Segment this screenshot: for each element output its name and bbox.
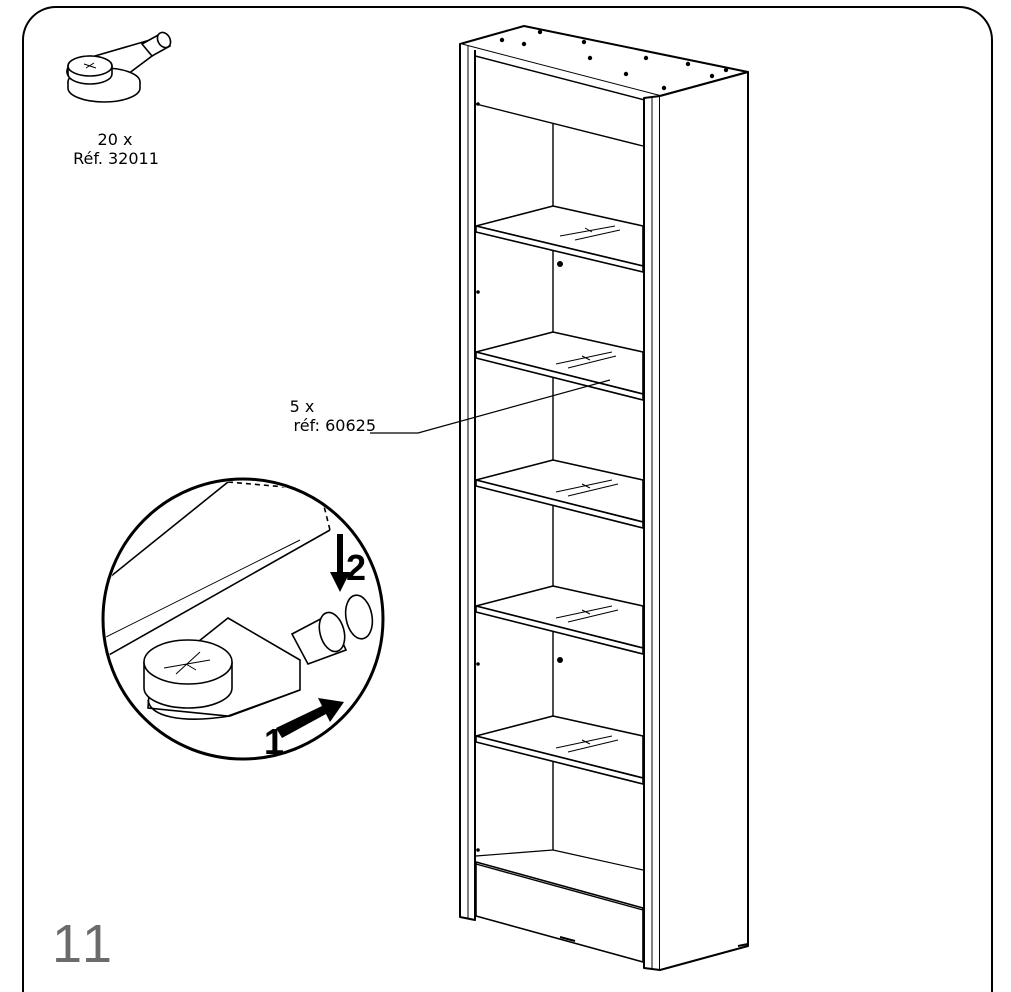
shelf — [475, 459, 644, 529]
shelf-reference: réf: 60625 — [293, 416, 376, 435]
step-two-label: 2 — [346, 547, 366, 588]
step-number: 11 — [52, 914, 117, 974]
step-one-label: 1 — [264, 721, 284, 762]
top-holes — [499, 29, 729, 91]
shelf-leader-line — [370, 379, 611, 434]
shelf — [475, 715, 644, 785]
shelf — [475, 205, 644, 273]
insert-arrow-icon — [276, 698, 344, 738]
hardware-quantity: 20 x — [97, 130, 133, 149]
detail-magnifier — [101, 477, 385, 761]
page-frame — [22, 6, 993, 992]
shelves — [475, 102, 644, 852]
hardware-reference: Réf. 32011 — [73, 149, 159, 168]
shelf-support-pin-icon — [66, 31, 172, 103]
shelf-quantity: 5 x — [289, 397, 315, 416]
shelf — [475, 585, 644, 655]
press-down-arrow-icon — [330, 534, 350, 592]
shelf — [475, 331, 644, 401]
